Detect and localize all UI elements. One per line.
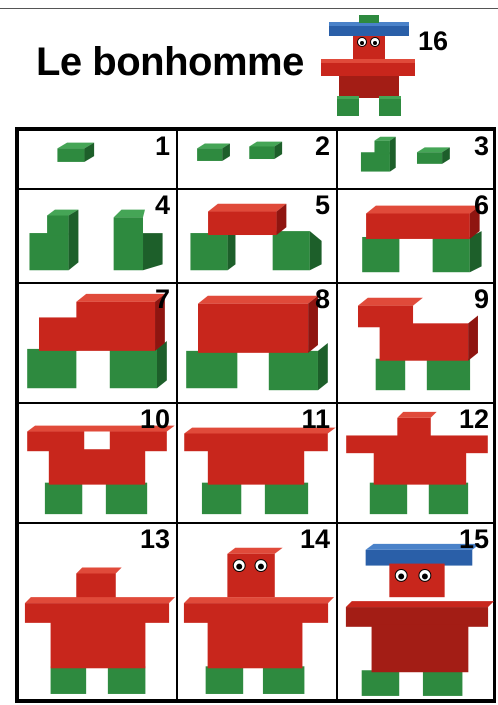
step-4-illustration [19,190,176,282]
step-number: 3 [474,133,489,160]
page-title: Le bonhomme [36,40,304,85]
step-9-illustration [338,284,495,402]
step-5-illustration [178,190,336,282]
step-cell: 15 [337,523,496,700]
step-cell: 9 [337,283,496,403]
step-cell: 11 [177,403,337,523]
step-grid: 1 2 3 [15,127,496,703]
finished-figure-illustration [315,12,423,118]
step-number: 1 [155,133,170,160]
step-3-illustration [338,131,495,188]
step-cell: 8 [177,283,337,403]
step-number: 14 [300,526,330,553]
step-cell: 12 [337,403,496,523]
step-cell: 1 [18,130,177,189]
step-number: 11 [301,406,330,433]
step-number: 5 [315,192,330,219]
step-8-illustration [178,284,336,402]
step-1-illustration [19,131,176,188]
step-number: 4 [155,192,170,219]
step-cell: 7 [18,283,177,403]
step-cell: 10 [18,403,177,523]
step-cell: 2 [177,130,337,189]
step-number: 6 [474,192,489,219]
step-number: 15 [459,526,489,553]
step-2-illustration [178,131,336,188]
top-rule [0,8,498,9]
step-number: 12 [459,406,489,433]
step-cell: 14 [177,523,337,700]
step-7-illustration [19,284,176,402]
step-cell: 13 [18,523,177,700]
step-number: 2 [315,133,330,160]
step-6-illustration [338,190,495,282]
step-cell: 4 [18,189,177,283]
step-number: 8 [315,286,330,313]
step-cell: 5 [177,189,337,283]
step-number: 9 [474,286,489,313]
step-cell: 3 [337,130,496,189]
step-cell: 6 [337,189,496,283]
step-number: 7 [155,286,170,313]
final-step-number: 16 [418,26,448,57]
step-number: 13 [140,526,170,553]
step-number: 10 [140,406,170,433]
